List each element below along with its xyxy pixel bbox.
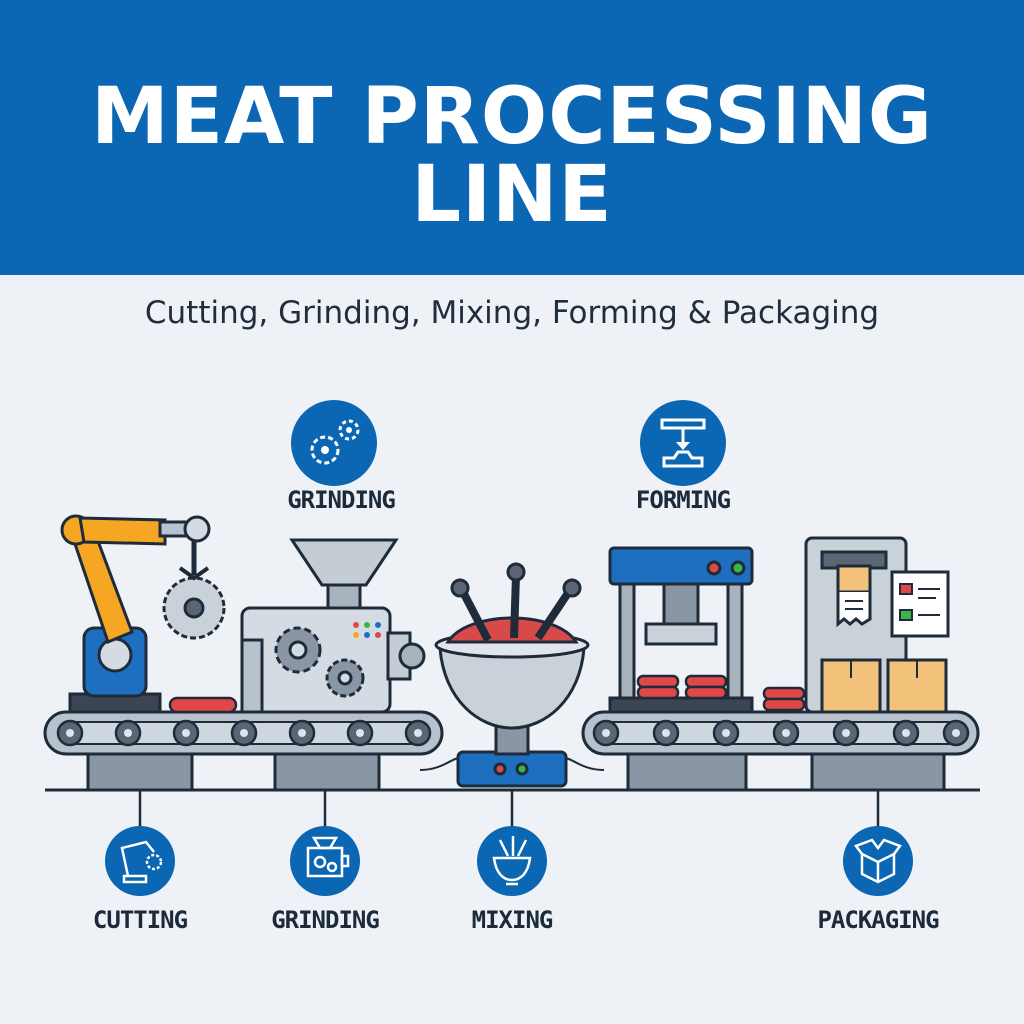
grinder-machine bbox=[240, 538, 426, 714]
header-banner bbox=[0, 0, 1024, 275]
conveyor-supports bbox=[86, 750, 946, 792]
bottom-stage-label-mixing: MIXING bbox=[471, 906, 554, 934]
top-stage-label-forming: FORMING bbox=[635, 486, 731, 514]
meat-patties bbox=[636, 674, 806, 712]
bottom-stage-label-cutting: CUTTING bbox=[92, 906, 188, 934]
bottom-stage-label-grinding: GRINDING bbox=[271, 906, 380, 934]
forming-press-machine bbox=[608, 546, 754, 714]
press-icon bbox=[640, 400, 726, 486]
conveyor-left bbox=[43, 710, 444, 756]
top-stage-label-grinding: GRINDING bbox=[287, 486, 396, 514]
open-box-icon bbox=[843, 826, 913, 896]
conveyor-right bbox=[581, 710, 980, 756]
page-subtitle: Cutting, Grinding, Mixing, Forming & Pac… bbox=[144, 295, 880, 331]
packaging-machine bbox=[804, 536, 950, 714]
page-title: MEAT PROCESSING LINE bbox=[91, 72, 933, 240]
robot-arm-machine bbox=[60, 514, 226, 714]
meat-piece bbox=[168, 696, 238, 714]
robot-arm-icon bbox=[105, 826, 175, 896]
gears-icon bbox=[291, 400, 377, 486]
bottom-stage-label-packaging: PACKAGING bbox=[817, 906, 939, 934]
mixer-machine bbox=[419, 562, 605, 788]
grinder-icon bbox=[290, 826, 360, 896]
mixer-bowl-icon bbox=[477, 826, 547, 896]
grinder-indicator-lights bbox=[353, 622, 381, 638]
